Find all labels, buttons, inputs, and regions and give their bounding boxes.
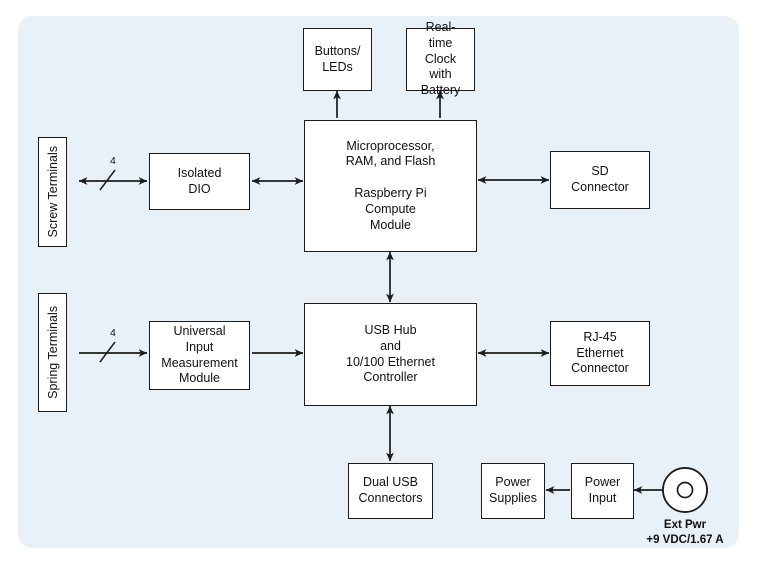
- rj45-line3: Connector: [571, 361, 629, 376]
- rtc-line3: Battery: [420, 83, 461, 98]
- spring-bus-width-label: 4: [110, 327, 116, 339]
- power-supplies-line1: Power: [495, 475, 531, 490]
- usb-hub-line3: 10/100 Ethernet: [346, 354, 435, 369]
- buttons-leds-line1: Buttons/: [314, 43, 361, 58]
- usb-hub-line1: USB Hub: [364, 323, 417, 337]
- rtc-line2: Clock with: [424, 51, 457, 82]
- block-realtime-clock[interactable]: Real-time Clock with Battery: [406, 20, 475, 97]
- rj45-line2: Ethernet: [576, 345, 624, 360]
- sd-connector-line1: SD: [591, 164, 609, 179]
- block-power-input[interactable]: Power Input: [571, 463, 634, 519]
- block-power-supplies[interactable]: Power Supplies: [481, 463, 545, 519]
- processor-line4: Compute: [365, 201, 416, 216]
- uim-line2: Measurement: [161, 355, 238, 370]
- diagram-background-panel: [18, 16, 739, 548]
- dual-usb-line2: Connectors: [358, 491, 423, 505]
- power-input-line2: Input: [588, 491, 617, 505]
- processor-line1: Microprocessor,: [346, 138, 435, 153]
- isolated-dio-line1: Isolated: [177, 165, 222, 180]
- spring-terminals-label: Spring Terminals: [45, 306, 60, 399]
- uim-line1: Universal Input: [173, 324, 226, 354]
- ext-power-caption: Ext Pwr +9 VDC/1.67 A: [615, 518, 755, 548]
- block-usb-hub-ethernet-controller[interactable]: USB Hub and 10/100 Ethernet Controller: [304, 303, 477, 406]
- screw-bus-width-label: 4: [110, 155, 116, 167]
- block-sd-connector[interactable]: SD Connector: [550, 151, 650, 209]
- processor-line3: Raspberry Pi: [354, 186, 427, 201]
- screw-terminals-label: Screw Terminals: [45, 146, 60, 238]
- dual-usb-line1: Dual USB: [363, 475, 418, 490]
- block-dual-usb-connectors[interactable]: Dual USB Connectors: [348, 463, 433, 519]
- ext-power-line2: +9 VDC/1.67 A: [646, 533, 724, 546]
- sd-connector-line2: Connector: [571, 180, 629, 194]
- ext-power-jack-icon: [662, 467, 708, 513]
- processor-line2: RAM, and Flash: [345, 154, 436, 169]
- isolated-dio-line2: DIO: [188, 181, 211, 196]
- block-buttons-leds[interactable]: Buttons/ LEDs: [303, 28, 372, 91]
- buttons-leds-line2: LEDs: [322, 59, 353, 74]
- rtc-line1: Real-time: [425, 20, 456, 50]
- processor-line5: Module: [370, 217, 411, 232]
- usb-hub-line2: and: [380, 338, 401, 353]
- block-rj45-ethernet-connector[interactable]: RJ-45 Ethernet Connector: [550, 321, 650, 386]
- ext-power-line1: Ext Pwr: [663, 519, 707, 531]
- block-isolated-dio[interactable]: Isolated DIO: [149, 153, 250, 210]
- uim-line3: Module: [179, 371, 220, 386]
- power-supplies-line2: Supplies: [489, 491, 537, 505]
- usb-hub-line4: Controller: [363, 370, 418, 385]
- block-universal-input-measurement-module[interactable]: Universal Input Measurement Module: [149, 321, 250, 390]
- block-processor[interactable]: Microprocessor, RAM, and Flash Raspberry…: [304, 120, 477, 252]
- power-input-line1: Power: [584, 475, 621, 490]
- block-spring-terminals[interactable]: Spring Terminals: [38, 293, 67, 412]
- rj45-line1: RJ-45: [583, 329, 617, 344]
- block-screw-terminals[interactable]: Screw Terminals: [38, 137, 67, 247]
